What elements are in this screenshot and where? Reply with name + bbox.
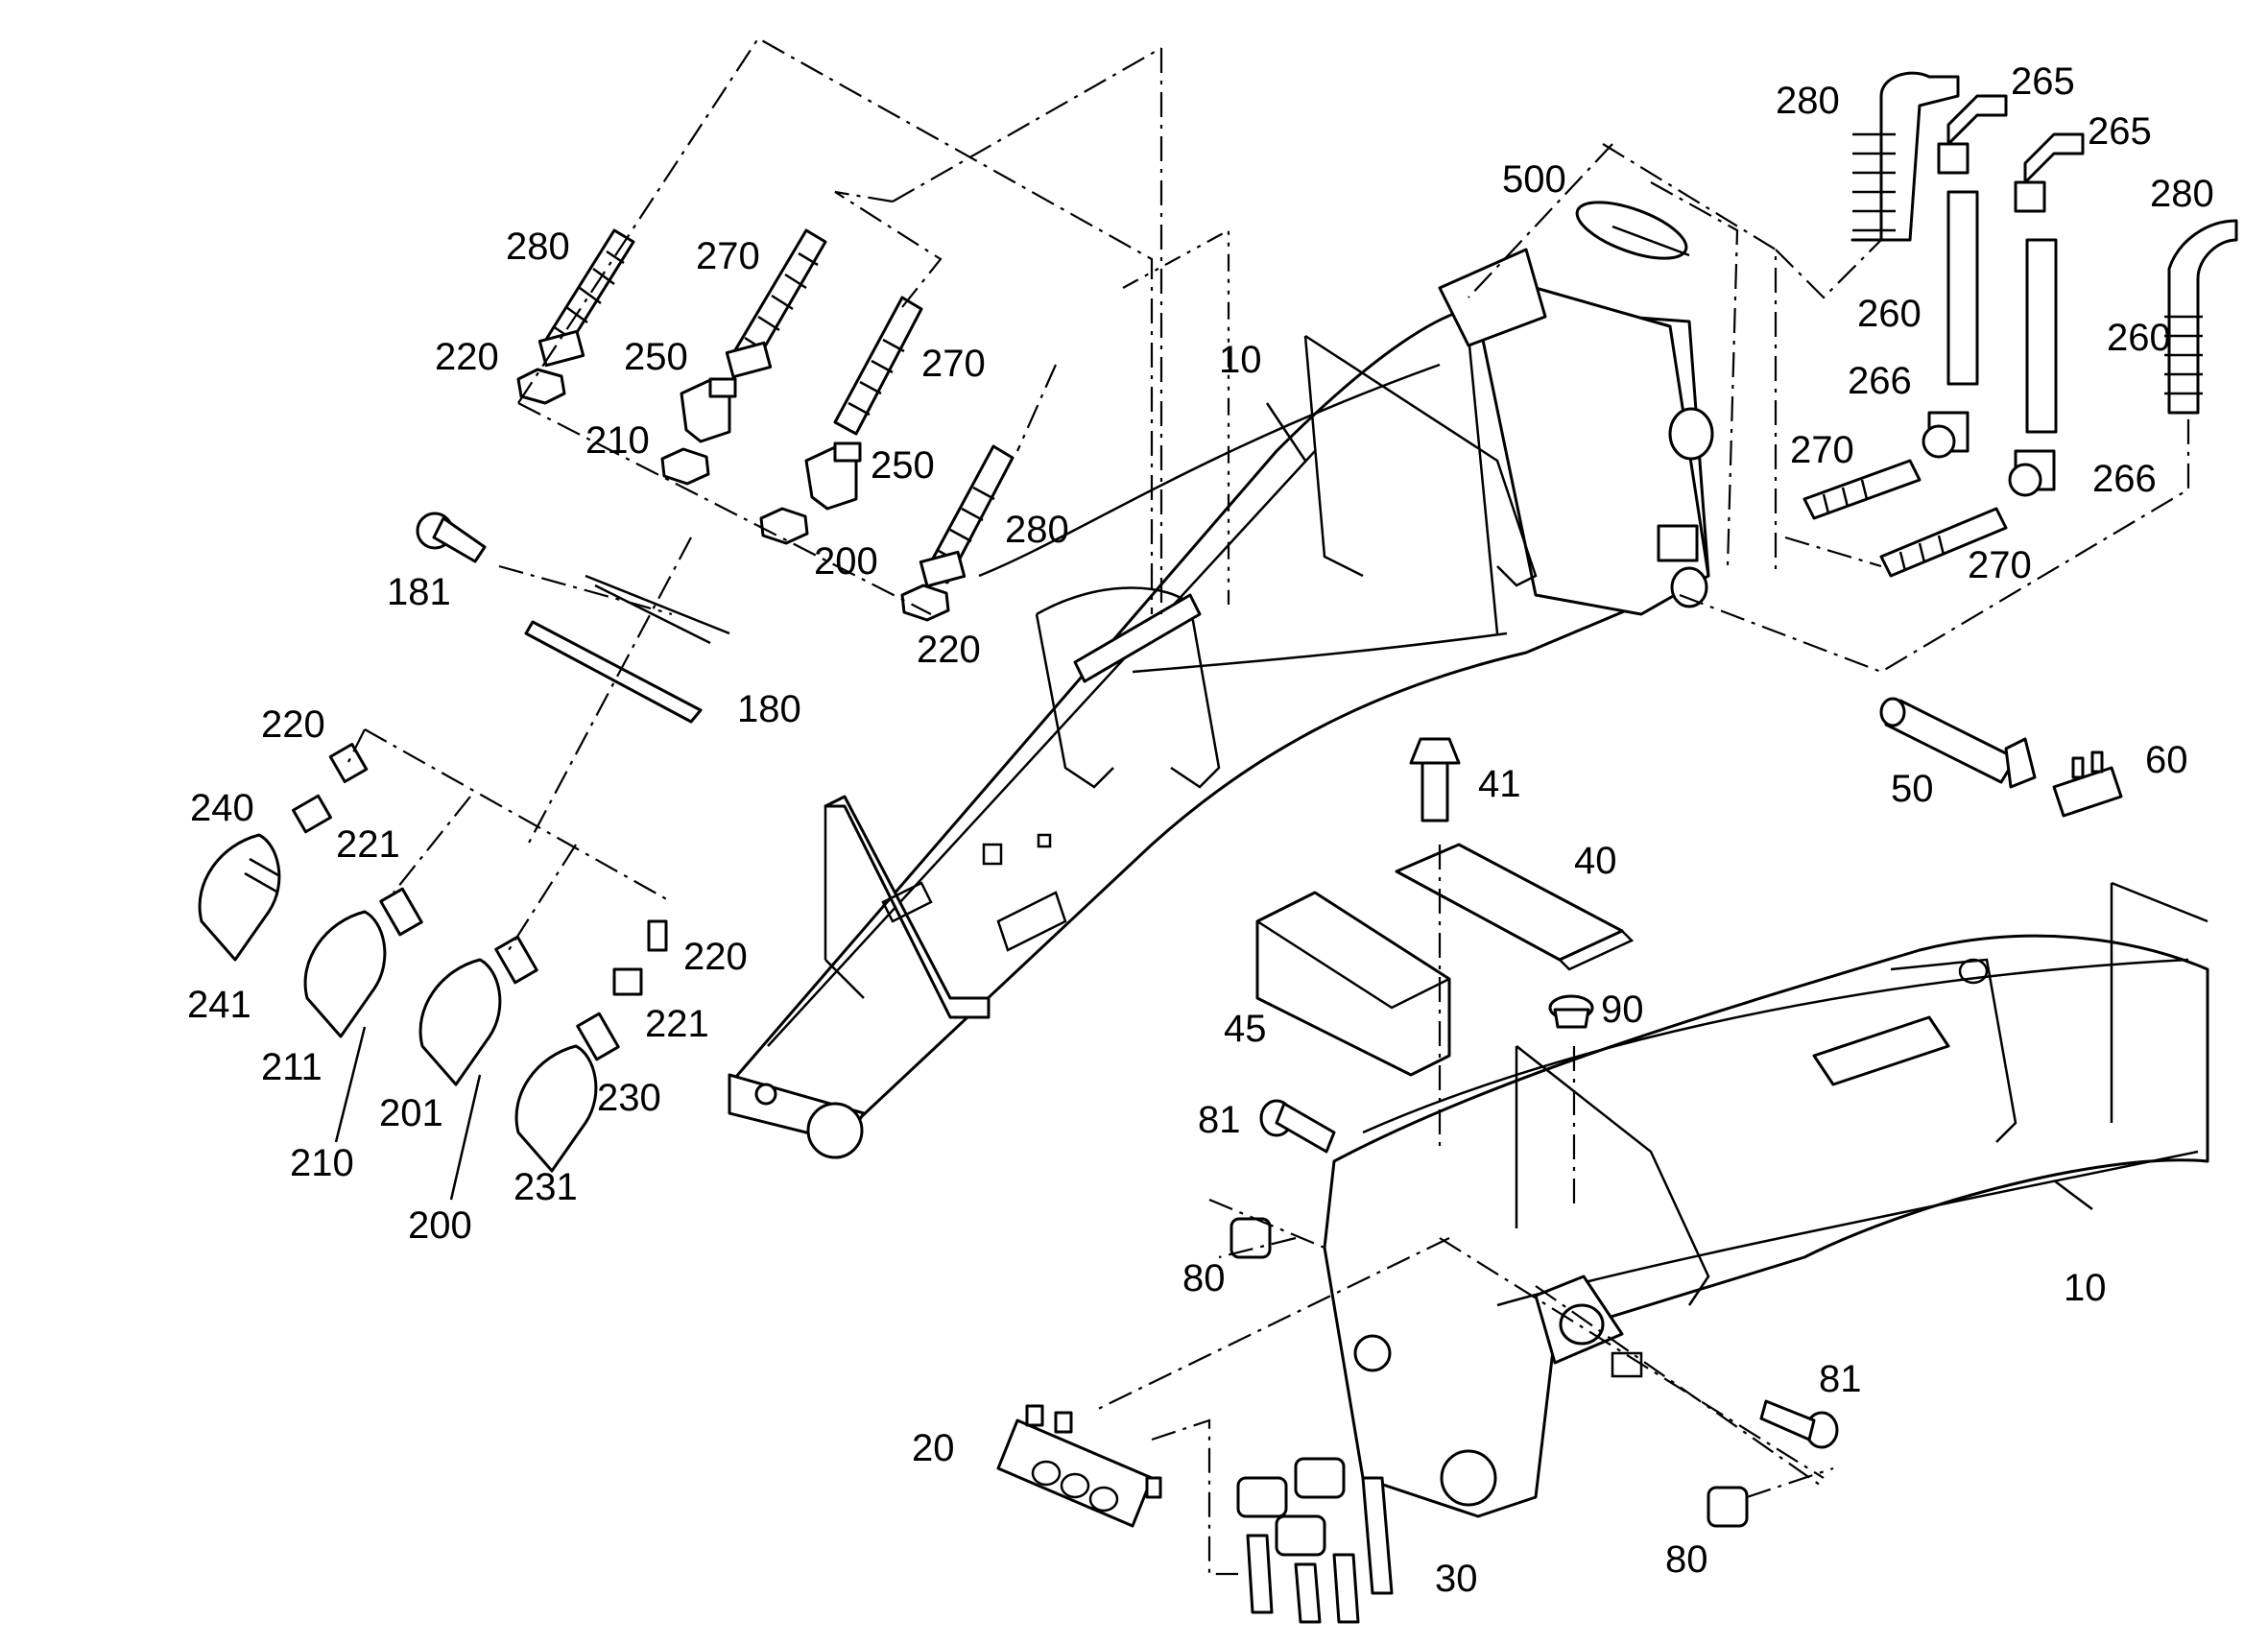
label-266: 266 xyxy=(2092,458,2157,500)
label-260: 260 xyxy=(1857,293,1922,335)
hose-270-right-a xyxy=(1802,459,1922,520)
label-80: 80 xyxy=(1182,1257,1226,1299)
label-270: 270 xyxy=(1968,544,2032,586)
label-250: 250 xyxy=(871,444,935,487)
label-200: 200 xyxy=(814,540,878,583)
bolt-181 xyxy=(416,512,487,563)
label-210: 210 xyxy=(585,419,650,462)
label-230: 230 xyxy=(597,1077,661,1119)
label-265: 265 xyxy=(2011,60,2075,103)
hose-spring-270-b xyxy=(833,296,923,436)
nut-220-mid xyxy=(900,584,950,622)
coupling-201 xyxy=(418,935,538,1086)
label-250: 250 xyxy=(624,336,688,378)
assembly-lines xyxy=(345,36,2190,1576)
label-80: 80 xyxy=(1665,1538,1708,1581)
bolt-81-left xyxy=(1259,1099,1336,1154)
label-220: 220 xyxy=(683,936,748,978)
callout-labels: 280 265 265 500 280 280 270 10 260 260 2… xyxy=(187,60,2214,1600)
label-30: 30 xyxy=(1435,1558,1478,1600)
hose-assembly-30 xyxy=(1236,1457,1394,1624)
label-265: 265 xyxy=(2088,110,2152,153)
label-221: 221 xyxy=(336,823,400,866)
bushing-80-left xyxy=(1229,1217,1272,1259)
bolt-41 xyxy=(1409,737,1461,822)
cover-45 xyxy=(1255,891,1451,1077)
label-45: 45 xyxy=(1224,1008,1267,1050)
label-81: 81 xyxy=(1198,1099,1241,1141)
coupling-211 xyxy=(303,887,423,1038)
hose-270-right-b xyxy=(1879,507,2008,578)
label-211: 211 xyxy=(261,1046,322,1088)
label-210: 210 xyxy=(290,1142,354,1184)
label-270: 270 xyxy=(921,343,986,385)
tee-250-a xyxy=(680,377,737,443)
label-500: 500 xyxy=(1502,158,1566,201)
elbow-265-b xyxy=(2014,132,2085,213)
label-220: 220 xyxy=(917,629,981,671)
label-280: 280 xyxy=(2150,173,2214,215)
plug-90 xyxy=(1548,994,1594,1029)
nut-200 xyxy=(759,507,809,545)
label-231: 231 xyxy=(513,1166,578,1208)
label-50: 50 xyxy=(1891,768,1934,810)
boom-upper xyxy=(728,248,1714,1159)
bushing-80-right xyxy=(1707,1486,1749,1528)
hose-spring-280-mid xyxy=(919,444,1015,588)
label-221: 221 xyxy=(645,1003,709,1045)
coupling-231 xyxy=(514,919,668,1173)
coupling-240 xyxy=(198,743,369,962)
plate-60 xyxy=(2052,751,2123,818)
label-260: 260 xyxy=(2107,317,2171,359)
tee-250-b xyxy=(804,441,862,511)
clip-500 xyxy=(1575,201,1690,260)
fitting-266-a xyxy=(1922,411,1970,459)
label-90: 90 xyxy=(1601,989,1644,1031)
label-200: 200 xyxy=(408,1204,472,1247)
label-40: 40 xyxy=(1574,840,1617,882)
label-201: 201 xyxy=(379,1092,443,1134)
label-240: 240 xyxy=(190,787,254,829)
label-81: 81 xyxy=(1819,1358,1862,1400)
hose-260-a xyxy=(1946,190,1979,386)
label-180: 180 xyxy=(737,688,801,730)
label-181: 181 xyxy=(387,571,451,613)
label-266: 266 xyxy=(1848,360,1912,402)
hose-260-b xyxy=(2025,238,2058,434)
fitting-266-b xyxy=(2008,449,2056,497)
label-220: 220 xyxy=(261,703,325,746)
label-20: 20 xyxy=(912,1427,955,1469)
leader-lines xyxy=(334,402,2093,1210)
label-41: 41 xyxy=(1478,763,1521,805)
valve-block-20 xyxy=(996,1404,1162,1528)
bolt-81-right xyxy=(1759,1399,1839,1449)
label-280: 280 xyxy=(506,226,570,268)
label-60: 60 xyxy=(2145,739,2188,781)
label-270: 270 xyxy=(1790,429,1854,471)
pin-50 xyxy=(1879,697,2037,789)
label-270: 270 xyxy=(696,235,760,277)
boom-lower xyxy=(1323,881,2209,1518)
label-280: 280 xyxy=(1005,509,1069,551)
hose-280-right xyxy=(2164,219,2238,415)
plate-180 xyxy=(524,574,730,724)
cover-plate-40 xyxy=(1395,843,1635,971)
nut-220-top xyxy=(516,368,566,405)
label-241: 241 xyxy=(187,984,251,1026)
nut-210 xyxy=(660,447,710,486)
elbow-265-a xyxy=(1937,94,2008,175)
label-10: 10 xyxy=(1219,339,1262,381)
label-220: 220 xyxy=(435,336,499,378)
label-10: 10 xyxy=(2064,1267,2107,1309)
hose-spring-270-a xyxy=(725,228,827,379)
hose-280-top-right xyxy=(1850,71,1960,242)
label-280: 280 xyxy=(1776,80,1840,122)
